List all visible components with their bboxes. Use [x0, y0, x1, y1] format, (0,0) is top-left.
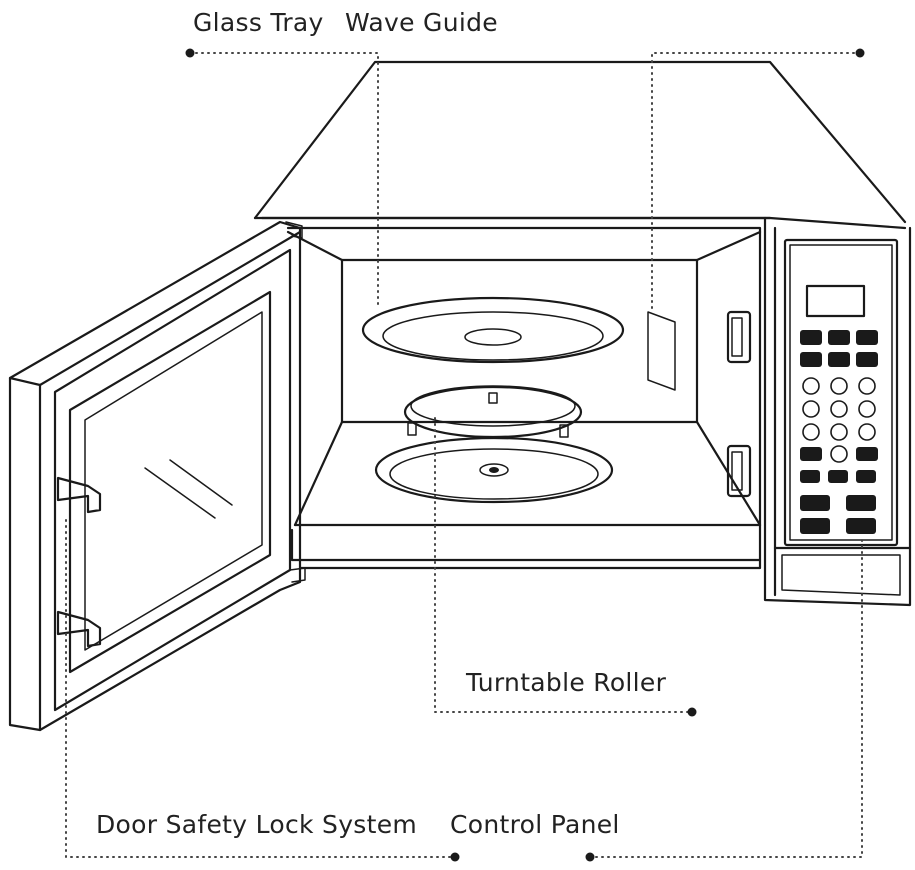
label-control-panel: Control Panel [450, 810, 620, 839]
roller-ring [403, 385, 583, 439]
microwave-body [253, 60, 912, 607]
label-turntable-roller: Turntable Roller [466, 668, 667, 697]
glass-tray [361, 296, 625, 364]
label-wave-guide: Wave Guide [345, 8, 498, 37]
door [8, 220, 306, 732]
turntable-base [374, 436, 614, 504]
leader-lines [65, 48, 865, 862]
control-panel-graphic [773, 238, 912, 596]
label-glass-tray: Glass Tray [193, 8, 324, 37]
label-door-safety-lock: Door Safety Lock System [96, 810, 418, 839]
